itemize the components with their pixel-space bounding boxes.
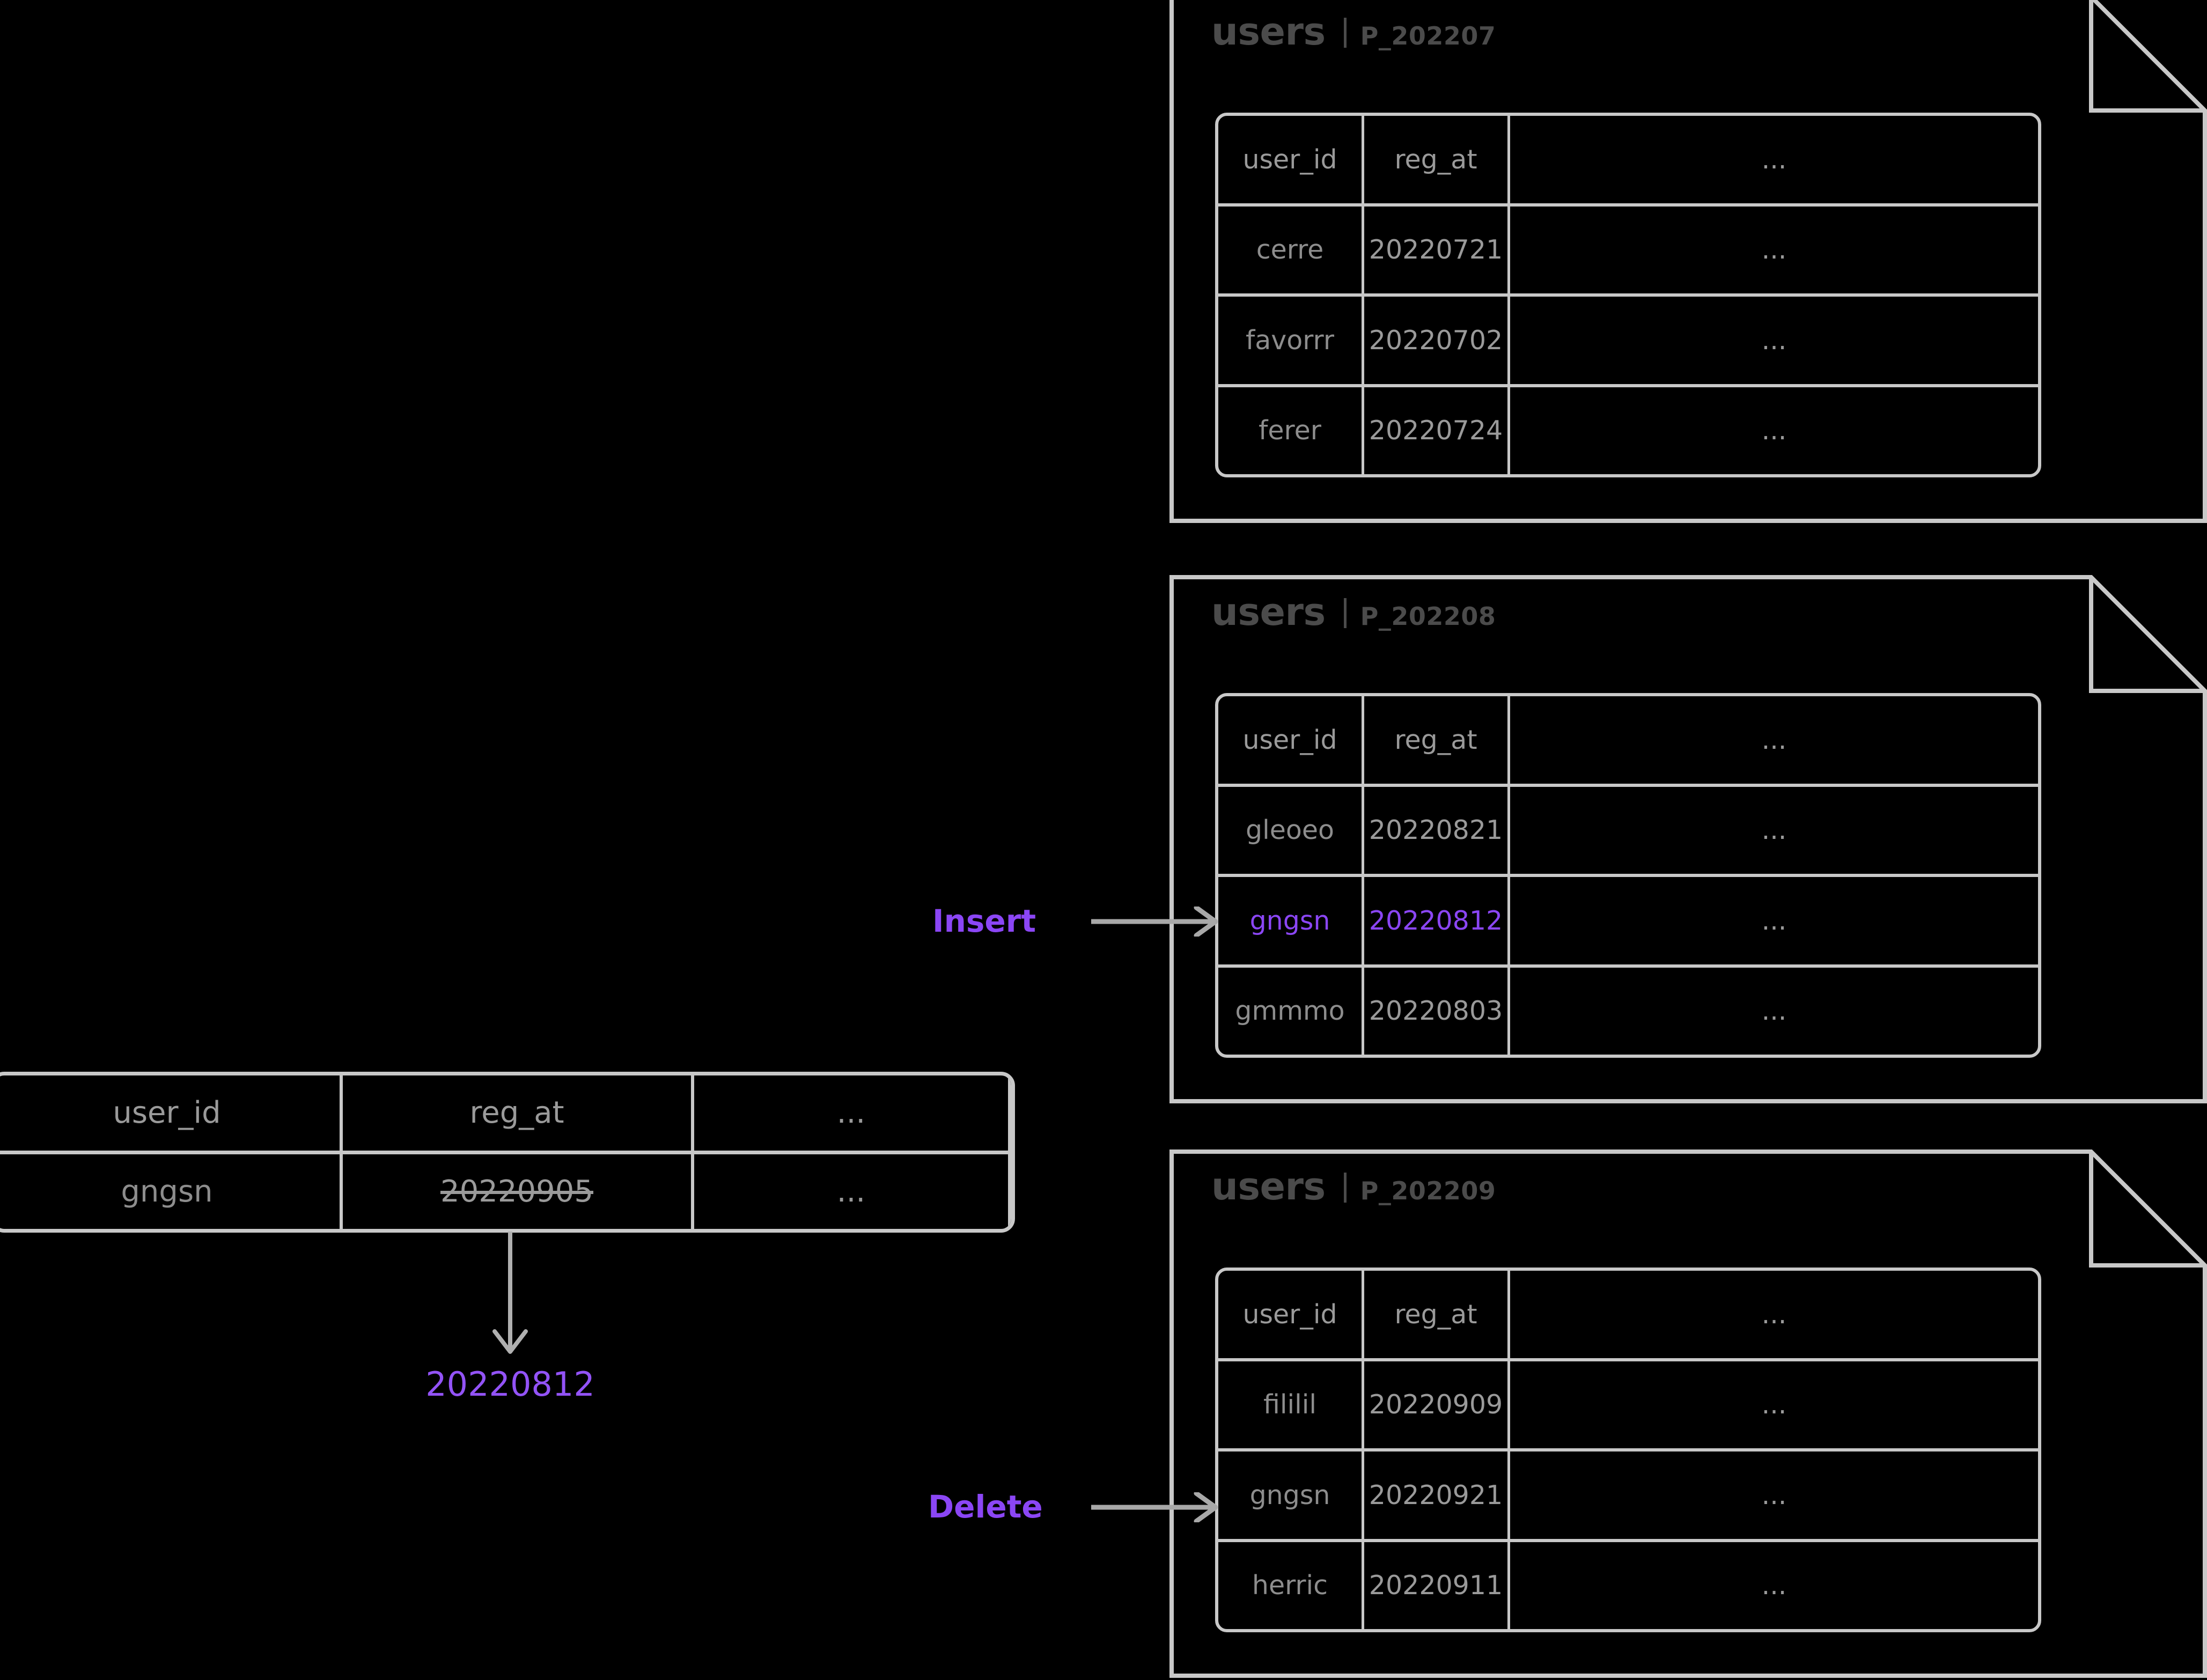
- delete-arrow: [1091, 1492, 1223, 1522]
- card-separator-icon: [1343, 18, 1347, 48]
- cell-user-id: cerre: [1218, 206, 1364, 293]
- card-partition-label: P_202208: [1360, 602, 1496, 631]
- cell-reg-at: 20220721: [1364, 206, 1510, 293]
- card-separator-icon: [1343, 598, 1347, 628]
- source-record-table: user_id reg_at ... gngsn 20220905 ...: [0, 1072, 1015, 1233]
- cell-ellipsis: ...: [1761, 234, 1787, 266]
- cell-reg-at: 20220702: [1364, 297, 1510, 384]
- cell-user-id: gngsn: [1218, 1451, 1364, 1539]
- column-header-user-id: user_id: [1218, 696, 1364, 784]
- partition-card-p202209: users P_202209 user_id reg_at ... filili…: [1169, 1150, 2207, 1678]
- cell-reg-at: 20220812: [1364, 877, 1510, 964]
- card-outline: [1169, 0, 2207, 523]
- cell-reg-at: 20220909: [1364, 1361, 1510, 1448]
- column-header-user-id: user_id: [1218, 1271, 1364, 1358]
- table-row: gleoeo 20220821 ...: [1218, 786, 2038, 877]
- cell-user-id: herric: [1218, 1542, 1364, 1629]
- cell-ellipsis: ...: [1761, 1389, 1787, 1420]
- table-row: favorrr 20220702 ...: [1218, 297, 2038, 387]
- cell-ellipsis: ...: [1761, 905, 1787, 936]
- cell-ellipsis: ...: [1761, 415, 1787, 446]
- insert-arrow: [1091, 907, 1223, 937]
- cell-reg-at: 20220803: [1364, 967, 1510, 1055]
- cell-reg-at-struck: 20220905: [343, 1154, 694, 1229]
- table-header-row: user_id reg_at ...: [1218, 116, 2038, 207]
- column-header-ellipsis: ...: [694, 1075, 1011, 1151]
- folded-corner-icon: [2089, 577, 2205, 693]
- column-header-reg-at: reg_at: [1364, 116, 1510, 203]
- insert-operation-label: Insert: [932, 903, 1036, 939]
- cell-ellipsis: ...: [694, 1154, 1011, 1229]
- card-partition-label: P_202209: [1360, 1176, 1496, 1205]
- card-table-name: users: [1211, 590, 1326, 634]
- table-header-row: user_id reg_at ...: [1218, 1271, 2038, 1361]
- column-header-reg-at: reg_at: [343, 1075, 694, 1151]
- column-header-user-id: user_id: [0, 1075, 343, 1151]
- card-table-name: users: [1211, 10, 1326, 54]
- column-header-reg-at: reg_at: [1364, 1271, 1510, 1358]
- folded-corner-icon: [2089, 0, 2205, 113]
- cell-user-id: gngsn: [0, 1154, 343, 1229]
- partition-card-p202208: users P_202208 user_id reg_at ... gleoeo…: [1169, 575, 2207, 1103]
- column-header-user-id: user_id: [1218, 116, 1364, 203]
- value-change-arrow: [486, 1232, 534, 1360]
- cell-user-id: ferer: [1218, 387, 1364, 474]
- cell-user-id: gleoeo: [1218, 786, 1364, 874]
- cell-ellipsis: ...: [1761, 1479, 1787, 1510]
- table-row: gngsn 20220905 ...: [0, 1154, 1011, 1229]
- partition-table-p202207: user_id reg_at ... cerre 20220721 ... fa…: [1215, 113, 2041, 477]
- table-row: gmmmo 20220803 ...: [1218, 967, 2038, 1055]
- card-separator-icon: [1343, 1173, 1347, 1203]
- card-header: users P_202208: [1211, 593, 1496, 631]
- cell-ellipsis: ...: [1761, 1570, 1787, 1601]
- cell-reg-at: 20220724: [1364, 387, 1510, 474]
- delete-operation-label: Delete: [928, 1489, 1043, 1525]
- column-header-ellipsis: ...: [1761, 1299, 1787, 1330]
- cell-ellipsis: ...: [1761, 325, 1787, 356]
- card-outline: [1169, 1150, 2207, 1678]
- cell-reg-at: 20220821: [1364, 786, 1510, 874]
- column-header-reg-at: reg_at: [1364, 696, 1510, 784]
- column-header-ellipsis: ...: [1761, 724, 1787, 755]
- table-row: herric 20220911 ...: [1218, 1542, 2038, 1629]
- cell-user-id: gngsn: [1218, 877, 1364, 964]
- table-header-row: user_id reg_at ...: [1218, 696, 2038, 787]
- table-row: ferer 20220724 ...: [1218, 387, 2038, 474]
- card-header: users P_202209: [1211, 1168, 1496, 1205]
- updated-reg-at-value: 20220812: [425, 1365, 595, 1404]
- table-row: fililil 20220909 ...: [1218, 1361, 2038, 1451]
- partition-table-p202209: user_id reg_at ... fililil 20220909 ... …: [1215, 1268, 2041, 1632]
- table-row: cerre 20220721 ...: [1218, 206, 2038, 297]
- table-row-inserted: gngsn 20220812 ...: [1218, 877, 2038, 968]
- partition-card-p202207: users P_202207 user_id reg_at ... cerre …: [1169, 0, 2207, 523]
- cell-reg-at: 20220911: [1364, 1542, 1510, 1629]
- table-row-deleted: gngsn 20220921 ...: [1218, 1451, 2038, 1542]
- cell-user-id: fililil: [1218, 1361, 1364, 1448]
- card-header: users P_202207: [1211, 13, 1496, 50]
- cell-ellipsis: ...: [1761, 996, 1787, 1027]
- cell-reg-at: 20220921: [1364, 1451, 1510, 1539]
- cell-user-id: favorrr: [1218, 297, 1364, 384]
- partition-table-p202208: user_id reg_at ... gleoeo 20220821 ... g…: [1215, 693, 2041, 1058]
- column-header-ellipsis: ...: [1761, 144, 1787, 175]
- folded-corner-icon: [2089, 1152, 2205, 1268]
- table-header-row: user_id reg_at ...: [0, 1075, 1011, 1154]
- cell-user-id: gmmmo: [1218, 967, 1364, 1055]
- cell-ellipsis: ...: [1761, 815, 1787, 846]
- card-partition-label: P_202207: [1360, 21, 1496, 50]
- card-table-name: users: [1211, 1165, 1326, 1209]
- card-outline: [1169, 575, 2207, 1103]
